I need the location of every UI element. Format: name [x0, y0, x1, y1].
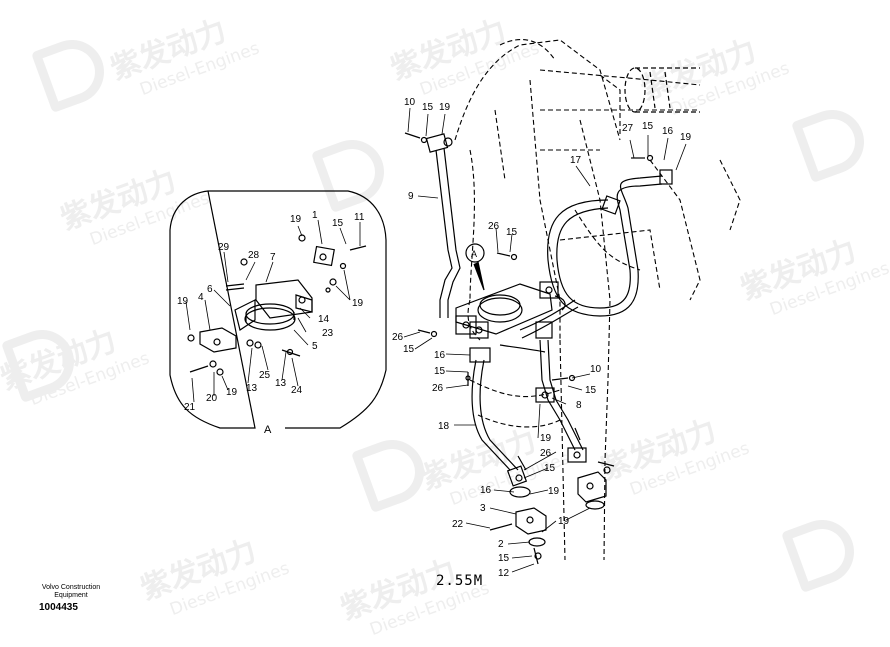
part-label: 9: [408, 191, 414, 202]
boom-cylinder: [624, 67, 700, 113]
pipe-9: [425, 133, 461, 318]
part-label: 15: [642, 121, 654, 132]
part-label: 25: [259, 370, 271, 381]
part-label: 28: [248, 250, 260, 261]
part-label: 18: [438, 421, 450, 432]
part-label: 15: [498, 553, 510, 564]
part-label: 5: [312, 341, 318, 352]
part-label: 16: [662, 126, 674, 137]
detail-a-callout-outline: [169, 190, 387, 429]
part-label: 2: [498, 539, 504, 550]
part-label: 26: [488, 221, 500, 232]
part-label: 1: [312, 210, 318, 221]
hose-18: [469, 347, 531, 498]
lower-block-3: [489, 474, 547, 565]
part-label: 17: [570, 155, 582, 166]
part-label: 15: [422, 102, 434, 113]
part-label: 15: [585, 385, 597, 396]
marker-a: [465, 243, 485, 291]
part-label: 15: [403, 344, 415, 355]
part-label: 16: [434, 350, 446, 361]
part-label: 7: [270, 252, 276, 263]
part-label: 19: [548, 486, 560, 497]
part-label: 13: [246, 383, 258, 394]
part-label: 29: [218, 242, 230, 253]
part-label: 19: [177, 296, 189, 307]
part-label: 19: [680, 132, 692, 143]
leader-lines: [185, 107, 687, 573]
part-label: 4: [198, 292, 204, 303]
part-label: 10: [404, 97, 416, 108]
part-label: 26: [392, 332, 404, 343]
part-label: 26: [432, 383, 444, 394]
parts-drawing: 29 28 7 6 4 19 19 1 15 11 19 14 23 5 25 …: [169, 39, 741, 579]
part-label: 23: [322, 328, 334, 339]
hose-17: [519, 169, 673, 339]
part-label: 19: [352, 298, 364, 309]
part-label: 3: [480, 503, 486, 514]
part-label: 22: [452, 519, 464, 530]
document-number: 1004435: [39, 602, 78, 613]
part-label: 6: [207, 284, 213, 295]
part-label: 19: [558, 516, 570, 527]
hose-8: [499, 321, 587, 463]
part-label: 19: [290, 214, 302, 225]
part-label: 20: [206, 393, 218, 404]
detail-clamp: [187, 234, 367, 376]
part-label: 21: [184, 402, 196, 413]
part-label: 26: [540, 448, 552, 459]
part-label: 19: [226, 387, 238, 398]
part-labels: 29 28 7 6 4 19 19 1 15 11 19 14 23 5 25 …: [177, 97, 692, 579]
main-fasteners: [404, 132, 654, 471]
part-label: 27: [622, 123, 634, 134]
part-label: 15: [434, 366, 446, 377]
part-label: 10: [590, 364, 602, 375]
lower-block-right: [574, 427, 615, 510]
part-label: 16: [480, 485, 492, 496]
part-label: 19: [540, 433, 552, 444]
marker-letter: A: [471, 249, 477, 259]
main-clamp: [455, 281, 566, 339]
boom-outline: [454, 39, 741, 561]
part-label: 11: [354, 212, 365, 223]
part-label: 15: [332, 218, 344, 229]
part-label: 15: [544, 463, 556, 474]
part-label: 8: [576, 400, 582, 411]
scale-label: 2.55M: [436, 573, 484, 589]
company-name: Volvo Construction Equipment: [41, 584, 101, 599]
part-label: 12: [498, 568, 510, 579]
part-label: 24: [291, 385, 303, 396]
part-label: 15: [506, 227, 518, 238]
part-label: 14: [318, 314, 330, 325]
detail-view-letter: A: [264, 424, 272, 436]
part-label: 19: [439, 102, 451, 113]
part-label: 13: [275, 378, 287, 389]
